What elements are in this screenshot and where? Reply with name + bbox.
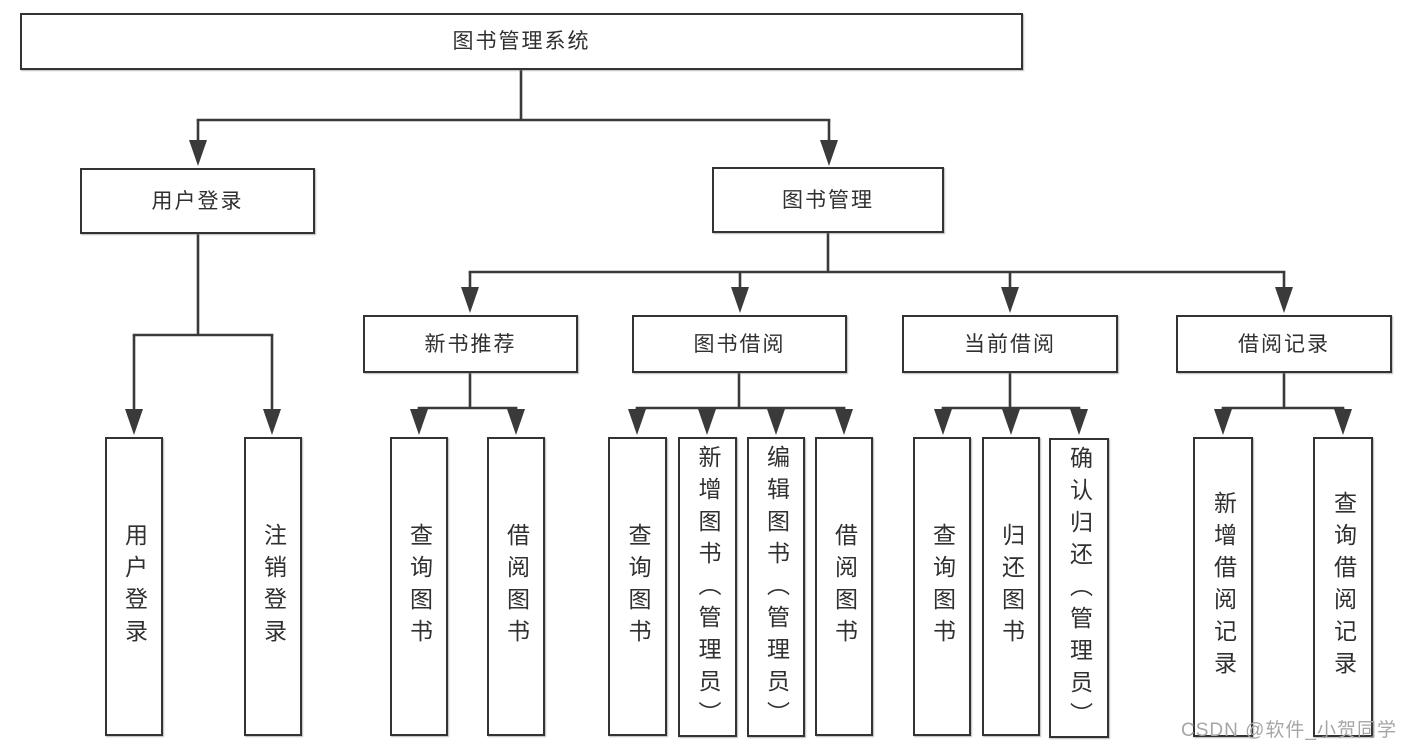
node-leaf-user-login: 用户登录 — [105, 437, 163, 736]
node-leaf-query-books-current: 查询图书 — [913, 437, 971, 736]
node-leaf-query-books-recommend: 查询图书 — [390, 437, 448, 736]
node-leaf-add-books-admin: 新增图书（管理员） — [678, 437, 737, 737]
node-book-borrowing: 图书借阅 — [632, 315, 847, 373]
arrowhead-icon — [698, 409, 716, 435]
arrowhead-icon — [410, 409, 428, 435]
arrowhead-icon — [1275, 287, 1293, 313]
connector-user-login-split — [125, 234, 281, 435]
arrowhead-icon — [628, 409, 646, 435]
arrowhead-icon — [835, 409, 853, 435]
arrowhead-icon — [820, 140, 838, 166]
connector-recommend-split — [410, 373, 525, 435]
node-book-management: 图书管理 — [712, 167, 944, 233]
node-user-login: 用户登录 — [80, 168, 315, 234]
arrowhead-icon — [189, 140, 207, 166]
node-leaf-borrow-books-borrowing: 借阅图书 — [815, 437, 873, 736]
connector-current-split — [934, 373, 1088, 435]
arrowhead-icon — [125, 409, 143, 435]
arrowhead-icon — [461, 287, 479, 313]
arrowhead-icon — [1070, 409, 1088, 435]
arrowhead-icon — [1334, 409, 1352, 435]
node-library-system: 图书管理系统 — [20, 13, 1023, 70]
arrowhead-icon — [1214, 409, 1232, 435]
node-leaf-edit-books-admin: 编辑图书（管理员） — [747, 437, 805, 737]
arrowhead-icon — [767, 409, 785, 435]
node-leaf-query-borrow-record: 查询借阅记录 — [1313, 437, 1373, 737]
node-new-book-recommend: 新书推荐 — [363, 315, 578, 373]
connector-root-to-level2 — [189, 70, 838, 166]
arrowhead-icon — [263, 409, 281, 435]
node-leaf-borrow-books-recommend: 借阅图书 — [487, 437, 545, 736]
node-leaf-confirm-return-admin: 确认归还（管理员） — [1049, 438, 1109, 738]
arrowhead-icon — [507, 409, 525, 435]
node-leaf-return-books: 归还图书 — [982, 437, 1040, 736]
arrowhead-icon — [731, 287, 749, 313]
node-leaf-logout: 注销登录 — [244, 437, 302, 736]
watermark-text: CSDN @软件_小贺同学 — [1181, 720, 1397, 741]
node-borrowing-records: 借阅记录 — [1176, 315, 1392, 373]
connector-book-mgmt-split — [461, 233, 1293, 313]
node-leaf-query-books-borrowing: 查询图书 — [608, 437, 667, 736]
connector-borrowing-split — [628, 373, 853, 435]
node-leaf-add-borrow-record: 新增借阅记录 — [1193, 437, 1253, 737]
arrowhead-icon — [1001, 287, 1019, 313]
node-current-borrowing: 当前借阅 — [902, 315, 1118, 373]
connector-records-split — [1214, 373, 1352, 435]
arrowhead-icon — [1002, 409, 1020, 435]
arrowhead-icon — [934, 409, 952, 435]
